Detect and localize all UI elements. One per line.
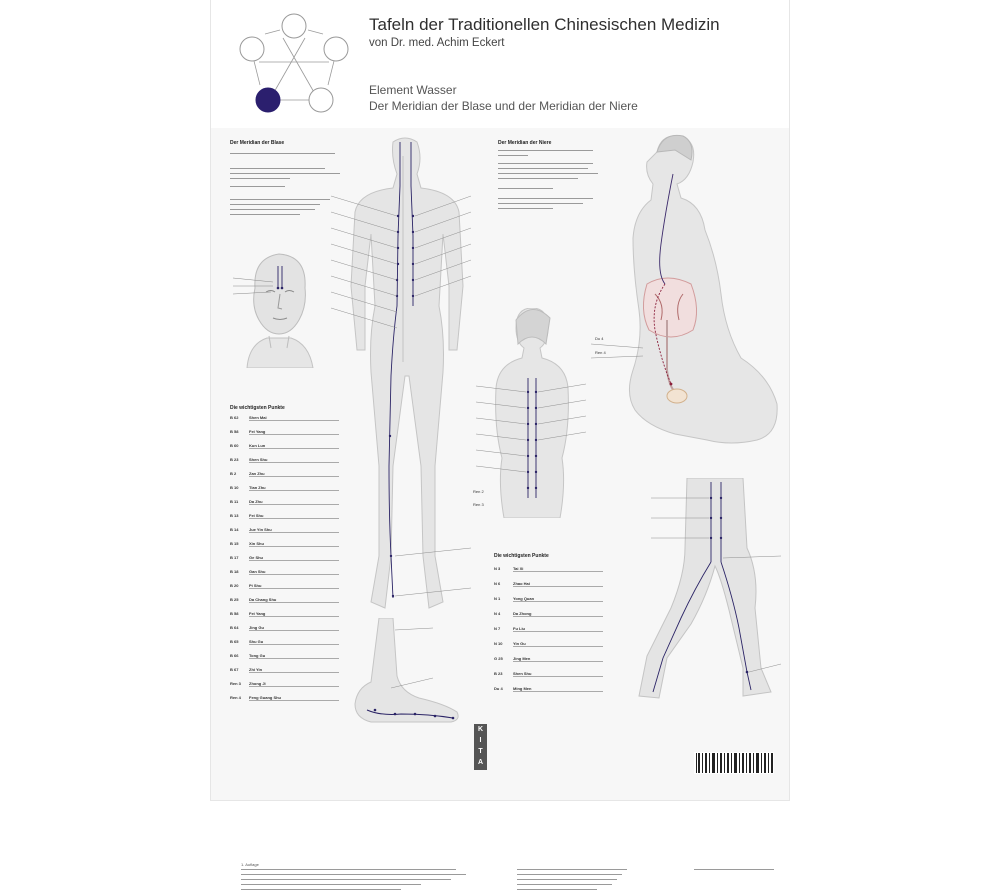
chart-area: Der Meridian der Blase — [211, 128, 789, 890]
poster: Tafeln der Traditionellen Chinesischen M… — [211, 0, 789, 890]
water-element — [255, 87, 281, 113]
du-4-label: Du 4 — [595, 336, 604, 341]
ren-4-label: Ren 4 — [595, 350, 606, 355]
ren-2-label: Ren 2 — [473, 489, 484, 494]
ren-3-label: Ren 3 — [473, 502, 484, 507]
bladder-heading: Der Meridian der Blase — [230, 140, 285, 146]
bladder-points-heading: Die wichtigsten Punkte — [230, 405, 285, 411]
kidney-torso-figure — [476, 308, 586, 518]
kidney-leg-figure — [638, 478, 781, 699]
earth-element — [323, 36, 349, 62]
poster-subtitle: von Dr. med. Achim Eckert — [369, 37, 505, 49]
kidney-seated-figure — [591, 134, 778, 444]
fire-element — [281, 13, 307, 39]
meridian-title: Der Meridian der Blase und der Meridian … — [369, 99, 638, 113]
publisher-logo: K I T A — [474, 724, 487, 770]
wood-element — [239, 36, 265, 62]
five-elements-diagram — [239, 13, 349, 113]
kidney-heading: Der Meridian der Niere — [498, 140, 552, 146]
element-label: Element Wasser — [369, 83, 457, 97]
edition-note: 1. Auflage — [241, 862, 259, 867]
head-illustration — [233, 253, 314, 368]
kidney-points-heading: Die wichtigsten Punkte — [494, 553, 549, 559]
barcode — [694, 752, 774, 774]
bladder-back-view-figure — [331, 137, 471, 609]
metal-element — [308, 87, 334, 113]
header: Tafeln der Traditionellen Chinesischen M… — [211, 0, 789, 128]
poster-title: Tafeln der Traditionellen Chinesischen M… — [369, 15, 720, 34]
foot-illustration — [354, 618, 459, 723]
